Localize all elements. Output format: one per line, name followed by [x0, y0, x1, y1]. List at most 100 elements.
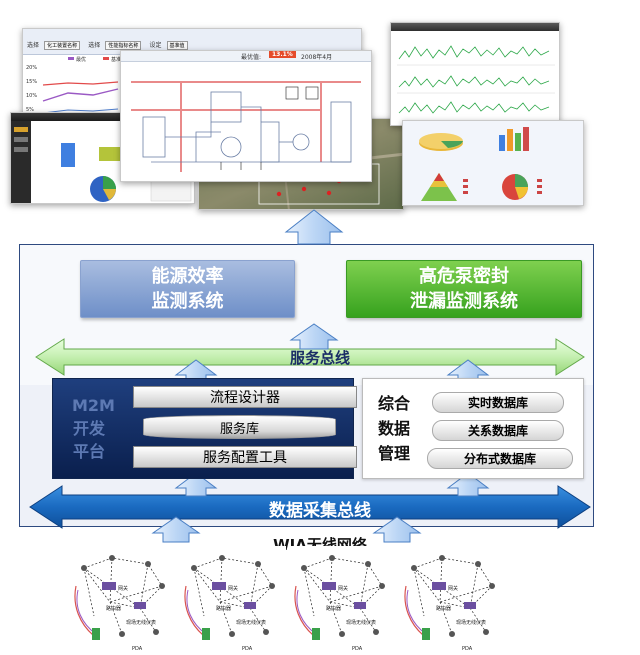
- y-tick-label: 10%: [26, 93, 37, 99]
- field-meter-label: 现场无线仪表: [456, 619, 486, 626]
- data-bus-arrow: [29, 485, 591, 529]
- field-device: [439, 555, 445, 561]
- gateway-label: 网关: [448, 585, 458, 592]
- gateway-device: [102, 582, 116, 590]
- 3d-charts-screenshot: [402, 120, 584, 206]
- energy-system-line1: 能源效率: [151, 266, 224, 287]
- field-device: [219, 555, 225, 561]
- leak-system-line1: 高危泵密封: [419, 266, 509, 287]
- router-device: [354, 602, 366, 609]
- process-diagram-screenshot: 最优值: 13.1% 2008年4月: [120, 50, 372, 182]
- field-device: [145, 561, 151, 567]
- up-arrow-bus-to-db: [446, 472, 490, 497]
- wia-mesh-tile: 网关 路由器 现场无线仪表 PDA: [70, 546, 176, 654]
- y-tick-label: 20%: [26, 65, 37, 71]
- field-device: [483, 629, 489, 635]
- legend-best: 最优: [76, 56, 86, 63]
- gateway-device: [322, 582, 336, 590]
- series-line-baseline: [42, 81, 119, 86]
- series-line-best: [42, 88, 119, 102]
- field-meter-label: 现场无线仪表: [126, 619, 156, 626]
- field-device: [411, 565, 417, 571]
- filter-label: 设定: [149, 42, 162, 49]
- 3d-charts: [403, 121, 583, 205]
- service-library: 服务库: [143, 415, 336, 439]
- gateway-device: [432, 582, 446, 590]
- gateway-label: 网关: [338, 585, 348, 592]
- filter-label: 选择: [88, 42, 101, 49]
- plant-select[interactable]: 化工装置名称: [44, 41, 81, 50]
- trend-line-chart: 20% 15% 10% 5% 0% 最优 基准 2008-1 2008-2 20…: [26, 56, 121, 114]
- pda-label: PDA: [242, 646, 253, 652]
- field-device: [191, 565, 197, 571]
- field-device: [153, 629, 159, 635]
- field-device: [81, 565, 87, 571]
- field-meter-label: 现场无线仪表: [236, 619, 266, 626]
- relational-database: 关系数据库: [432, 420, 564, 441]
- best-value-label: 最优值:: [241, 54, 262, 61]
- data-bus-label: 数据采集总线: [269, 501, 371, 521]
- bar-olive: [99, 147, 121, 161]
- up-arrow-bus-to-m2m: [174, 472, 218, 497]
- router-device: [134, 602, 146, 609]
- series-line-current: [42, 108, 119, 114]
- router-device: [464, 602, 476, 609]
- service-bus-label: 服务总线: [289, 349, 350, 367]
- gateway-label: 网关: [118, 585, 128, 592]
- field-device: [379, 583, 385, 589]
- wia-mesh-tile: 网关 路由器 现场无线仪表 PDA: [180, 546, 286, 654]
- pda-label: PDA: [462, 646, 473, 652]
- field-device: [329, 555, 335, 561]
- field-device: [119, 631, 125, 637]
- field-device: [365, 561, 371, 567]
- service-config-tool: 服务配置工具: [133, 446, 357, 468]
- efficiency-badge: 13.1%: [269, 51, 296, 58]
- router-label: 路由器: [106, 605, 121, 612]
- leak-monitoring-system: 高危泵密封 泄漏监测系统: [346, 260, 582, 318]
- router-label: 路由器: [436, 605, 451, 612]
- up-arrow-bus-to-systems: [289, 323, 339, 350]
- field-device: [269, 583, 275, 589]
- router-label: 路由器: [216, 605, 231, 612]
- pda-label: PDA: [352, 646, 363, 652]
- pda-device: [92, 628, 100, 640]
- field-device: [475, 561, 481, 567]
- up-arrow-wia-left: [151, 516, 201, 543]
- distributed-database: 分布式数据库: [427, 448, 573, 469]
- up-arrow-to-apps: [284, 209, 344, 245]
- gateway-device: [212, 582, 226, 590]
- energy-system-line2: 监测系统: [151, 291, 224, 312]
- gateway-label: 网关: [228, 585, 238, 592]
- bar-blue: [61, 143, 75, 167]
- y-tick-label: 5%: [26, 107, 34, 113]
- energy-monitoring-system: 能源效率 监测系统: [80, 260, 295, 318]
- up-arrow-wia-right: [372, 516, 422, 543]
- pda-label: PDA: [132, 646, 143, 652]
- pda-device: [422, 628, 430, 640]
- field-device: [159, 583, 165, 589]
- pid-diagram: [121, 62, 371, 181]
- router-label: 路由器: [326, 605, 341, 612]
- field-device: [229, 631, 235, 637]
- baseline-select[interactable]: 基准值: [166, 41, 188, 50]
- field-device: [489, 583, 495, 589]
- field-device: [449, 631, 455, 637]
- field-device: [339, 631, 345, 637]
- period-label: 2008年4月: [301, 54, 333, 61]
- pda-device: [202, 628, 210, 640]
- legend-baseline: 基准: [111, 56, 121, 63]
- wia-mesh-tile: 网关 路由器 现场无线仪表 PDA: [290, 546, 396, 654]
- filter-label: 选择: [27, 42, 40, 49]
- screenshot-collage: 选择 化工装置名称 选择 性能指标名称 设定 基准值 20% 15% 10% 5…: [0, 0, 640, 240]
- metric-select[interactable]: 性能指标名称: [105, 41, 142, 50]
- pda-device: [312, 628, 320, 640]
- field-device: [263, 629, 269, 635]
- waveform-charts: [391, 31, 559, 125]
- router-device: [244, 602, 256, 609]
- field-device: [255, 561, 261, 567]
- process-designer: 流程设计器: [133, 386, 357, 408]
- service-bus-arrow: [35, 338, 585, 376]
- wia-mesh-tile: 网关 路由器 现场无线仪表 PDA: [400, 546, 506, 654]
- field-meter-label: 现场无线仪表: [346, 619, 376, 626]
